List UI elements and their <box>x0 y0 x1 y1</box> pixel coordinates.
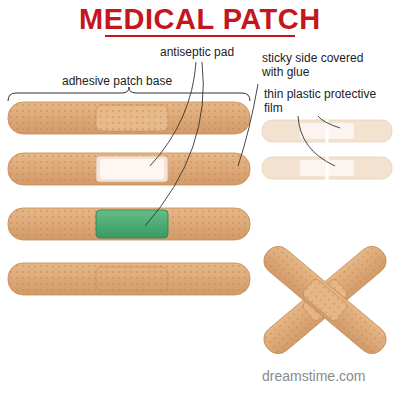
part-label: antiseptic pad <box>160 46 234 60</box>
diagram-title: MEDICAL PATCH <box>79 3 321 36</box>
part-label: adhesive patch base <box>62 75 172 89</box>
watermark: dreamstime.com <box>262 368 365 384</box>
part-label: thin plastic protective film <box>264 88 389 116</box>
part-label: sticky side covered with glue <box>262 52 372 80</box>
